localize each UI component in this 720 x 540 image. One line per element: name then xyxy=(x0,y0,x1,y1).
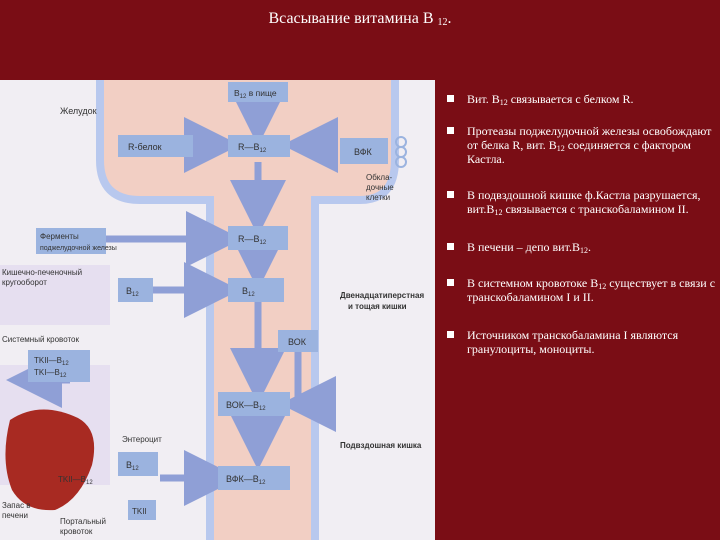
label-duodenum-1: Двенадцатиперстная xyxy=(340,291,424,300)
label-stomach: Желудок xyxy=(60,106,97,116)
label-vfk: ВФК xyxy=(354,147,373,157)
bullet-marker-icon xyxy=(447,127,454,134)
label-enzymes-2: поджелудочной железы xyxy=(40,244,117,252)
label-enterohepatic-2: кругооборот xyxy=(2,278,47,287)
label-liver-store-1: Запас в xyxy=(2,501,31,510)
enterohepatic-band xyxy=(0,265,110,325)
box-vok xyxy=(278,330,318,352)
label-r-protein: R-белок xyxy=(128,142,162,152)
label-systemic: Системный кровоток xyxy=(2,335,79,344)
label-liver-store-2: печени xyxy=(2,511,28,520)
box-r-b12-a xyxy=(228,135,290,157)
label-enzymes-1: Ферменты xyxy=(40,232,79,241)
label-parietal-2: дочные xyxy=(366,183,394,192)
box-r-b12-b xyxy=(228,226,288,250)
box-vok-b12 xyxy=(218,392,290,416)
bullet-marker-icon xyxy=(447,279,454,286)
box-vfk xyxy=(340,138,388,164)
bullet-item: В печени – депо вит.B12. xyxy=(447,240,717,255)
label-duodenum-2: и тощая кишки xyxy=(348,302,407,311)
liver-illustration xyxy=(5,409,95,511)
bullet-marker-icon xyxy=(447,95,454,102)
box-b12-enterocyte xyxy=(118,452,158,476)
b12-absorption-diagram: Желудок B12 в пище R-белок R—B12 ВФК Обк… xyxy=(0,80,435,540)
label-b12-left: B12 xyxy=(126,286,139,298)
label-enterohepatic-1: Кишечно-печеночный xyxy=(2,268,82,277)
parietal-cells xyxy=(395,136,407,168)
bullet-marker-icon xyxy=(447,243,454,250)
label-tkii-small: TKII xyxy=(132,507,147,516)
bullet-item: Вит. В12 связывается с белком R. xyxy=(447,92,717,107)
bullet-item: Источником транскобаламина I являются гр… xyxy=(447,328,717,356)
label-vfk-b12: ВФК—B12 xyxy=(226,474,266,486)
label-ileum: Подвздошная кишка xyxy=(340,441,422,450)
label-b12-center: B12 xyxy=(242,286,255,298)
box-b12-left xyxy=(118,278,153,302)
slide-title: Всасывание витамина В 12. xyxy=(268,10,452,28)
label-b12-enterocyte: B12 xyxy=(126,460,139,472)
label-parietal-1: Обкла- xyxy=(366,173,393,182)
box-food-b12 xyxy=(228,82,288,102)
label-tkii: TKII—B12 xyxy=(34,356,69,367)
bullet-item: В системном кровотоке B12 существует в с… xyxy=(447,276,717,304)
bullet-list: Вит. В12 связывается с белком R. Протеаз… xyxy=(447,92,717,356)
gut-lumen xyxy=(100,80,395,540)
label-r-b12-a: R—B12 xyxy=(238,142,267,154)
label-portal-2: кровоток xyxy=(60,527,93,536)
bullet-item: Протеазы поджелудочной железы освобождаю… xyxy=(447,124,717,166)
label-vok: ВОК xyxy=(288,337,307,347)
box-tk-complex xyxy=(28,350,90,382)
bullet-marker-icon xyxy=(447,331,454,338)
box-vfk-b12 xyxy=(218,466,290,490)
label-tki: TKI—B12 xyxy=(34,368,67,379)
bullet-marker-icon xyxy=(447,191,454,198)
label-vok-b12: ВОК—B12 xyxy=(226,400,266,412)
label-r-b12-b: R—B12 xyxy=(238,234,267,246)
box-enzymes xyxy=(36,228,106,254)
label-tkii-liver: TKII—B12 xyxy=(58,475,93,486)
box-r-protein xyxy=(118,135,193,157)
label-food-b12: B12 в пище xyxy=(234,88,277,100)
gut-wall-left xyxy=(96,80,214,540)
gut-wall-right xyxy=(311,80,399,540)
box-b12-center xyxy=(228,278,284,302)
label-enterocyte: Энтероцит xyxy=(122,435,162,444)
box-tkii-small xyxy=(128,500,156,520)
label-portal-1: Портальный xyxy=(60,517,106,526)
bullet-item: В подвздошной кишке ф.Кастла разрушается… xyxy=(447,188,717,217)
label-parietal-3: клетки xyxy=(366,193,390,202)
